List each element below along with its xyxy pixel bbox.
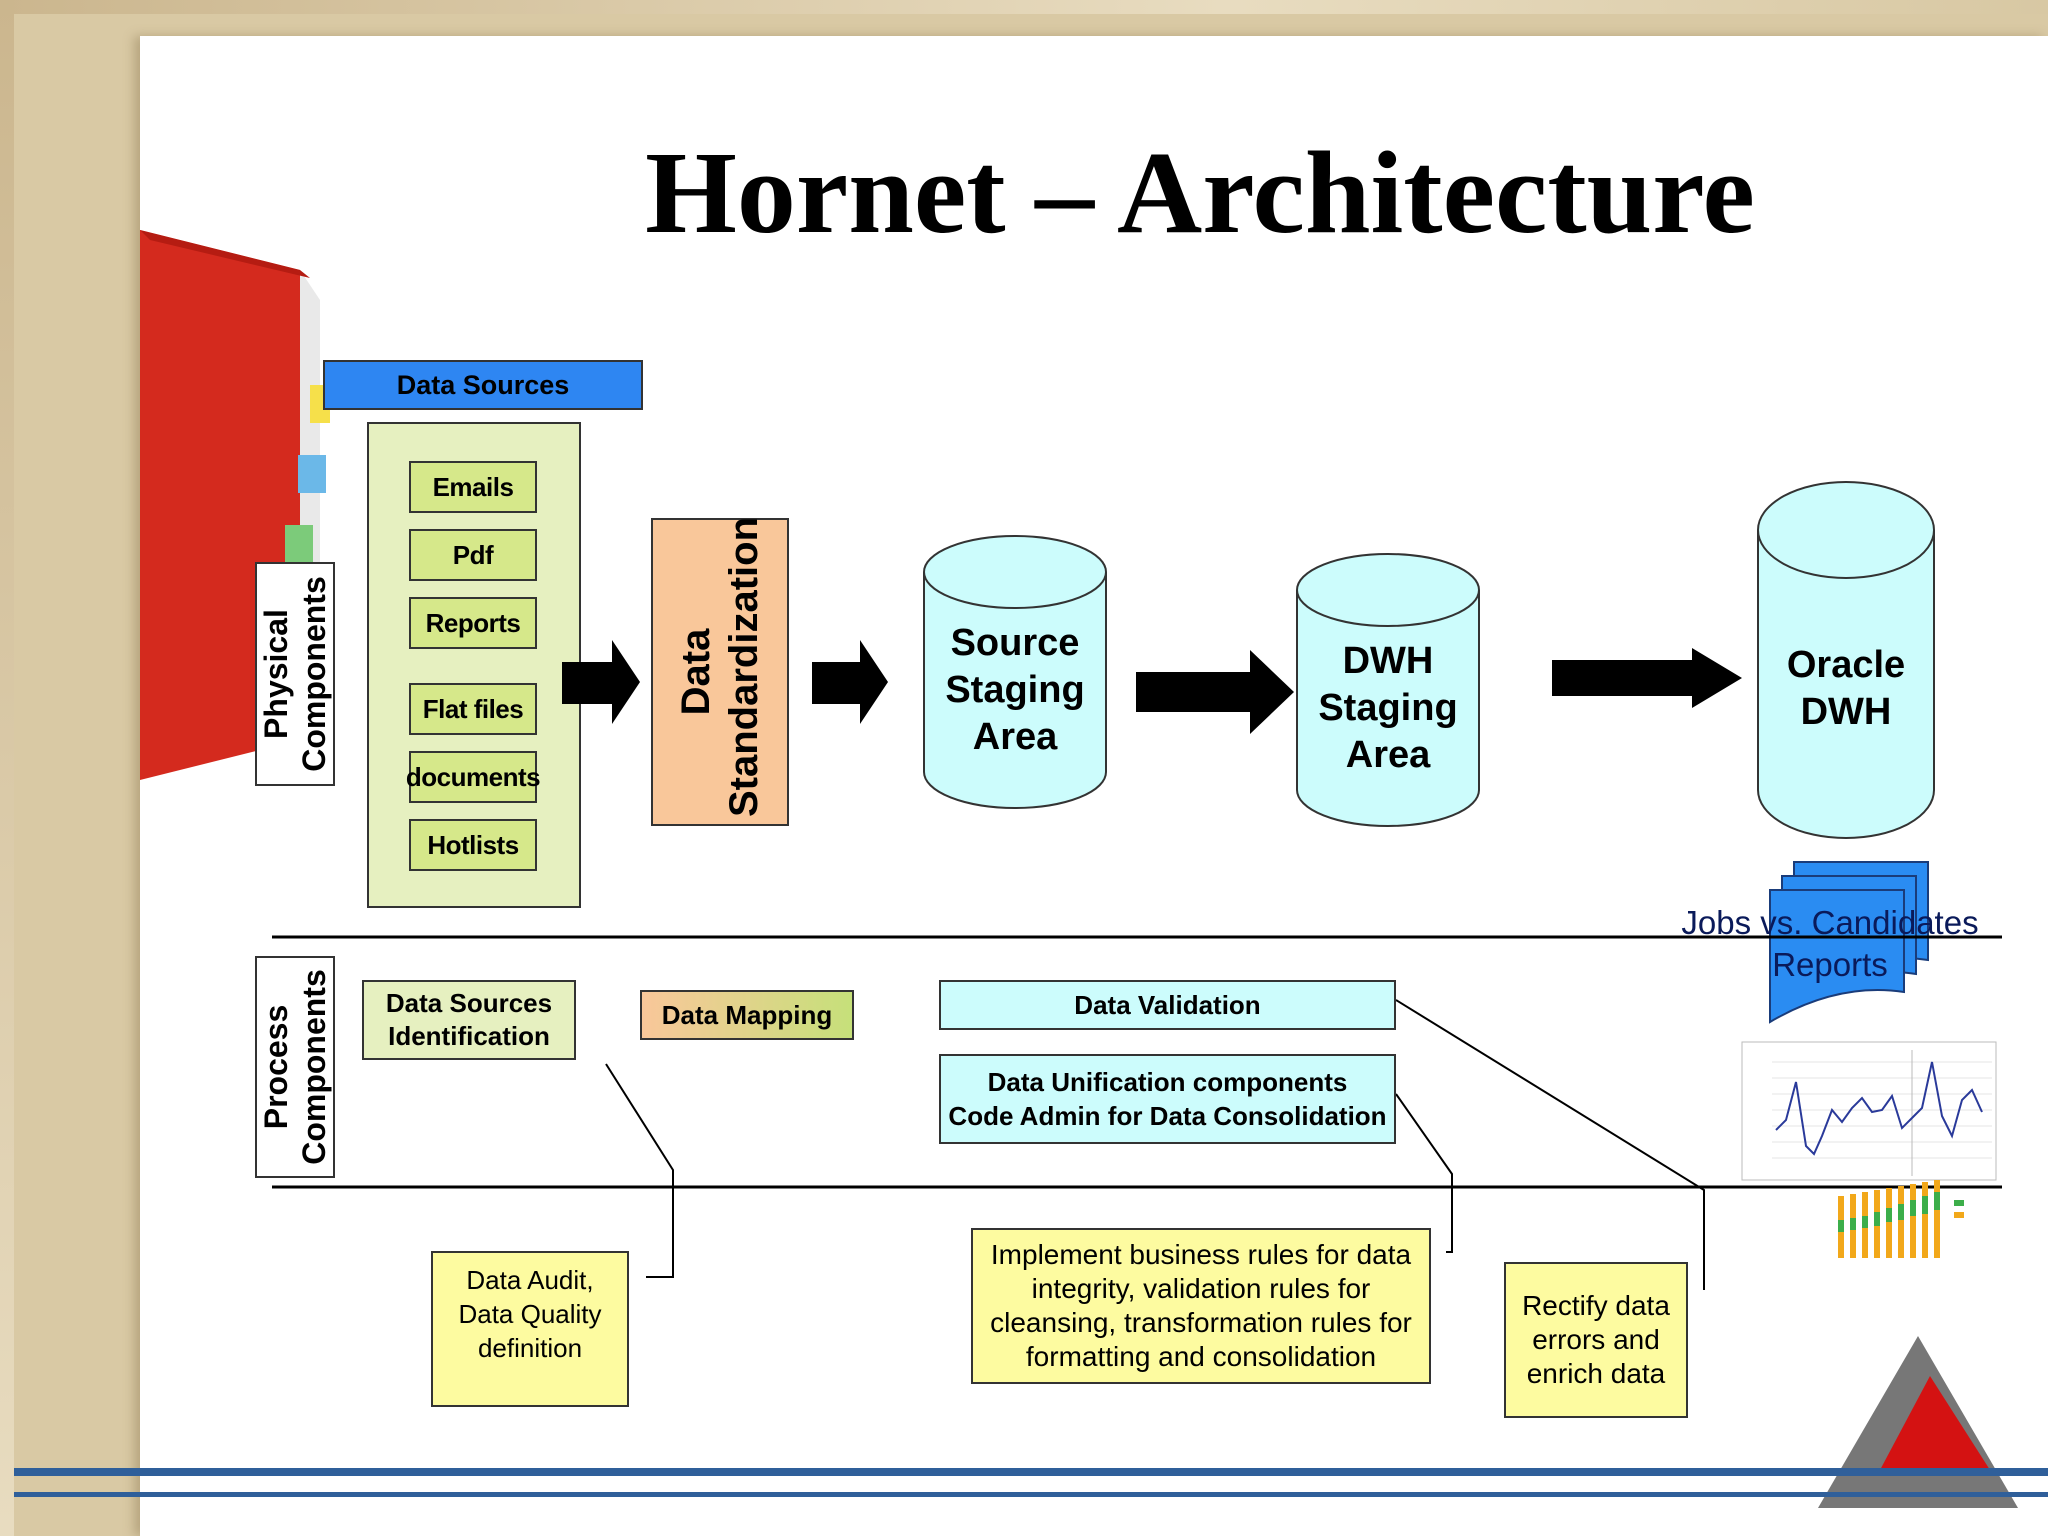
arrow-to-dwh-staging-icon [1136, 650, 1294, 734]
blue-tab-icon [298, 455, 326, 493]
source-item-reports: Reports [409, 597, 537, 649]
arrow-to-oracle-dwh-icon [1552, 648, 1742, 708]
footer-stripe-top [14, 1468, 2048, 1476]
page-title: Hornet – Architecture [645, 127, 1755, 258]
arrow-to-standardization-icon [562, 640, 640, 724]
physical-components-label: Physical Components [255, 562, 335, 786]
corner-logo-icon [1818, 1336, 2018, 1508]
data-unification-line2: Code Admin for Data Consolidation [948, 1101, 1387, 1131]
source-staging-label: Source Staging Area [945, 622, 1085, 758]
business-rules-callout: Implement business rules for data integr… [971, 1228, 1431, 1384]
connector-validation-rectify [1395, 999, 1705, 1290]
source-staging-cylinder [923, 535, 1107, 809]
source-item-hotlists: Hotlists [409, 819, 537, 871]
process-components-label: Process Components [255, 956, 335, 1178]
connector-identification-audit [605, 1063, 674, 1278]
dwh-staging-cylinder [1296, 553, 1480, 827]
source-item-emails: Emails [409, 461, 537, 513]
data-standardization-box: Data Standardization [651, 517, 789, 826]
data-mapping-box: Data Mapping [640, 990, 854, 1040]
data-unification-line1: Data Unification components [987, 1067, 1348, 1097]
footer-stripe-bottom [14, 1492, 2048, 1497]
reports-label: Jobs vs. Candidates Reports [1681, 904, 1979, 983]
oracle-dwh-cylinder [1757, 481, 1935, 839]
data-audit-callout: Data Audit, Data Quality definition [431, 1251, 629, 1407]
frame-top-border [0, 0, 2048, 14]
data-sources-identification-box: Data Sources Identification [362, 980, 576, 1060]
dwh-staging-label: DWH Staging Area [1318, 640, 1458, 776]
frame-left-border [0, 0, 14, 1536]
data-sources-header: Data Sources [323, 360, 643, 410]
connector-unification-rules [1395, 1093, 1453, 1253]
source-item-documents: documents [406, 751, 541, 803]
data-unification-box: Data Unification components Code Admin f… [939, 1054, 1396, 1144]
reports-document-icon [1769, 861, 1929, 1024]
green-tab-icon [285, 525, 313, 563]
source-item-flat-files: Flat files [409, 683, 537, 735]
rectify-callout: Rectify data errors and enrich data [1504, 1262, 1688, 1418]
source-item-pdf: Pdf [409, 529, 537, 581]
data-validation-box: Data Validation [939, 980, 1396, 1030]
bar-chart-thumbnail-icon [1838, 1180, 1964, 1258]
oracle-dwh-label: Oracle DWH [1786, 644, 1906, 733]
arrow-to-source-staging-icon [812, 640, 888, 724]
line-chart-thumbnail-icon [1741, 1041, 1997, 1181]
